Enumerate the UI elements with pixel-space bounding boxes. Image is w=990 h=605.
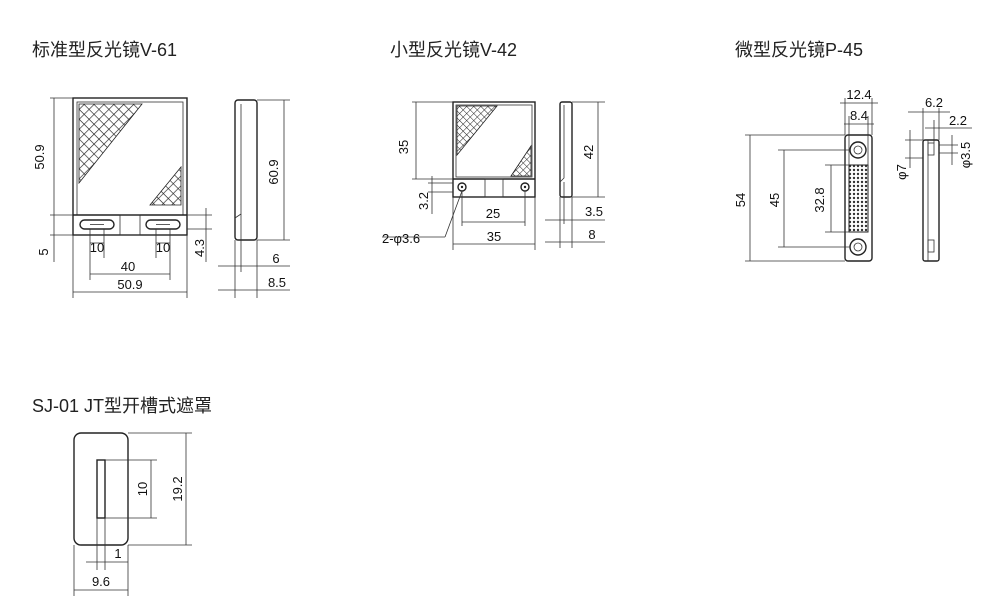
micro-height-label: 54	[733, 193, 748, 207]
mask-slot	[96, 459, 106, 519]
standard-reflector-drawing: 50.9 5 10 10 40 50.9 4.3 60.9	[32, 97, 290, 298]
micro-reflector-area	[848, 164, 869, 233]
mask-width-label: 9.6	[92, 574, 110, 589]
title-standard-reflector: 标准型反光镜V-61	[32, 40, 177, 60]
standard-side-thick-label: 6	[272, 251, 279, 266]
standard-side-height-label: 60.9	[266, 159, 281, 184]
micro-side-body	[922, 139, 940, 262]
small-hatch-top	[456, 105, 498, 157]
mask-slot-height-label: 10	[135, 482, 150, 496]
standard-hatch-top	[78, 103, 143, 185]
micro-reflector-label: 32.8	[812, 187, 827, 212]
small-side-body	[559, 101, 573, 198]
title-slotted-mask: SJ-01 JT型开槽式遮罩	[32, 396, 212, 416]
standard-right-slot	[145, 219, 181, 230]
standard-left-slot-label: 10	[90, 240, 104, 255]
standard-pitch-label: 40	[121, 259, 135, 274]
small-pitch-label: 25	[486, 206, 500, 221]
micro-hole-label: φ7	[894, 164, 909, 180]
mask-body	[73, 432, 129, 546]
micro-reflector-drawing: 12.4 8.4 54 45 32.8 6.2 2.2	[733, 87, 973, 262]
small-width-label: 35	[487, 229, 501, 244]
micro-side-thick-label: 2.2	[949, 113, 967, 128]
small-reflector-drawing: 35 3.2 2-φ3.6 25 35 42 3.5 8	[382, 101, 605, 250]
mask-height-label: 19.2	[170, 476, 185, 501]
micro-hole-small-label: φ3.5	[958, 142, 973, 169]
small-tab-label: 3.2	[416, 192, 431, 210]
title-micro-reflector: 微型反光镜P-45	[735, 40, 863, 60]
slotted-mask-drawing: 19.2 10 1 9.6	[73, 432, 192, 596]
micro-width-inner-label: 8.4	[850, 108, 868, 123]
standard-tab-right-label: 4.3	[192, 239, 207, 257]
standard-hatch-bottom	[149, 165, 182, 206]
small-holes-label: 2-φ3.6	[382, 231, 420, 246]
micro-pitch-label: 45	[767, 193, 782, 207]
standard-right-slot-label: 10	[156, 240, 170, 255]
small-side-total-label: 8	[588, 227, 595, 242]
small-side-height-label: 42	[581, 145, 596, 159]
standard-side-total-label: 8.5	[268, 275, 286, 290]
standard-side-body	[234, 99, 258, 241]
small-hatch-bottom	[510, 144, 532, 177]
standard-height-label: 50.9	[32, 144, 47, 169]
standard-width-label: 50.9	[117, 277, 142, 292]
mask-slot-width-label: 1	[114, 546, 121, 561]
small-side-thick-label: 3.5	[585, 204, 603, 219]
small-height-label: 35	[396, 140, 411, 154]
standard-tab-label: 5	[36, 248, 51, 255]
title-small-reflector: 小型反光镜V-42	[390, 40, 517, 60]
micro-side-total-label: 6.2	[925, 95, 943, 110]
standard-left-slot	[79, 219, 115, 230]
micro-width-total-label: 12.4	[846, 87, 871, 102]
